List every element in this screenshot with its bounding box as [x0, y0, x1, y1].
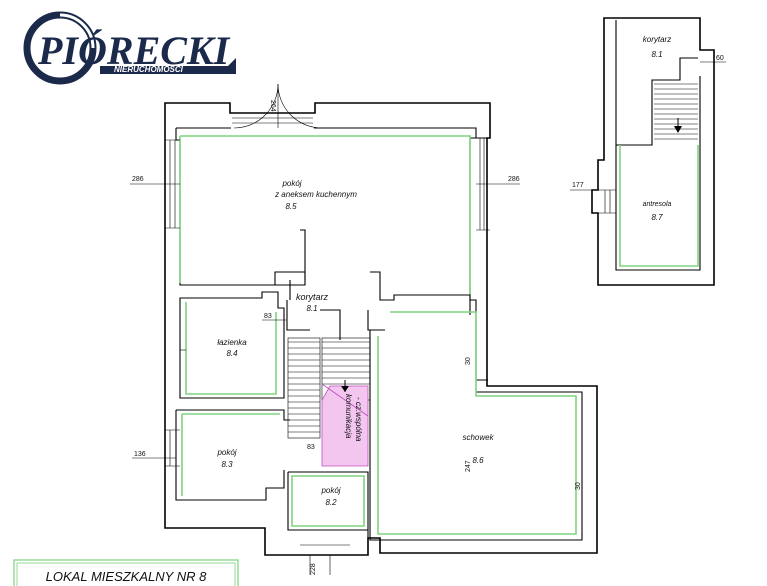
door-arc-left [233, 83, 279, 129]
main-plan [164, 83, 598, 575]
mezz-staircase [654, 83, 698, 140]
insulation-r85 [179, 135, 471, 295]
window-left [165, 139, 180, 229]
outer-wall [164, 102, 598, 556]
label-r82-num: 8.2 [325, 498, 337, 507]
dim-83-top: 83 [264, 313, 272, 320]
label-r81b-num: 8.1 [651, 50, 662, 59]
dim-286-right: 286 [508, 176, 520, 183]
title-box: LOKAL MIESZKALNY NR 8 [13, 559, 239, 586]
label-r81b-name: korytarz [643, 35, 671, 44]
mezz-stair-arrow [674, 126, 682, 133]
label-r84-num: 8.4 [226, 349, 238, 358]
stair-arrow [341, 386, 349, 392]
wall-r82 [287, 471, 369, 538]
logo-bar [100, 58, 236, 74]
dim-30-lower: 30 [575, 482, 582, 490]
wall-partition-b [370, 271, 471, 315]
dim-286-left: 286 [132, 176, 144, 183]
mezz-window [598, 189, 616, 214]
window-right [476, 137, 490, 231]
wall-bathroom [179, 291, 285, 399]
wall-r86 [369, 330, 583, 541]
insulation-r86 [377, 311, 577, 535]
dim-60: 60 [716, 55, 724, 62]
room-labels: pokój z aneksem kuchennym 8.5 korytarz 8… [216, 35, 671, 507]
insulation-r83 [181, 413, 280, 496]
label-r87-num: 8.7 [651, 213, 663, 222]
logo: PIÓRECKI NIERUCHOMOŚCI [23, 11, 236, 85]
dim-177: 177 [572, 182, 584, 189]
window-r83 [165, 429, 180, 467]
label-common-line2: - cz.wspólna [354, 397, 363, 442]
label-r87-name: antresola [643, 201, 672, 208]
dim-83-bottom: 83 [307, 444, 315, 451]
label-r85-name2: z aneksem kuchennym [274, 190, 357, 199]
mezz-insulation [619, 145, 699, 267]
label-r82-name: pokój [320, 486, 340, 495]
label-common-line1: komunikacja [344, 394, 353, 439]
label-r84-name: łazienka [217, 338, 247, 347]
insulation-r82 [291, 475, 365, 527]
inner-wall [176, 127, 488, 381]
wall-partition-a [180, 271, 306, 300]
dim-264: 264 [269, 100, 276, 112]
window-top [232, 112, 313, 124]
insulation-bathroom [185, 302, 277, 395]
door-arc-right [277, 83, 323, 129]
dimensions: 286 286 264 83 83 136 228 177 60 247 30 … [130, 55, 726, 575]
label-r85-name: pokój [281, 179, 301, 188]
label-r83-num: 8.3 [221, 460, 233, 469]
common-area [321, 385, 369, 467]
label-r86-name: schowek [462, 433, 494, 442]
logo-brand: PIÓRECKI [37, 28, 231, 73]
label-r81-name: korytarz [296, 292, 329, 302]
wall-r83 [175, 409, 290, 501]
mezzanine-plan [591, 17, 715, 286]
door-bottom [300, 544, 350, 575]
logo-sub: NIERUCHOMOŚCI [114, 65, 184, 74]
wall-corridor [286, 300, 385, 340]
logo-ring-gap [59, 13, 95, 49]
dim-30-upper: 30 [465, 357, 472, 365]
dim-247: 247 [465, 460, 472, 472]
dim-228: 228 [310, 563, 317, 575]
label-r83-name: pokój [216, 448, 236, 457]
label-r81-num: 8.1 [306, 304, 317, 313]
label-r86-num: 8.6 [472, 456, 484, 465]
mezz-inner-wall [615, 20, 701, 271]
plan-title: LOKAL MIESZKALNY NR 8 [46, 569, 207, 584]
dim-136: 136 [134, 451, 146, 458]
label-r85-num: 8.5 [285, 202, 297, 211]
